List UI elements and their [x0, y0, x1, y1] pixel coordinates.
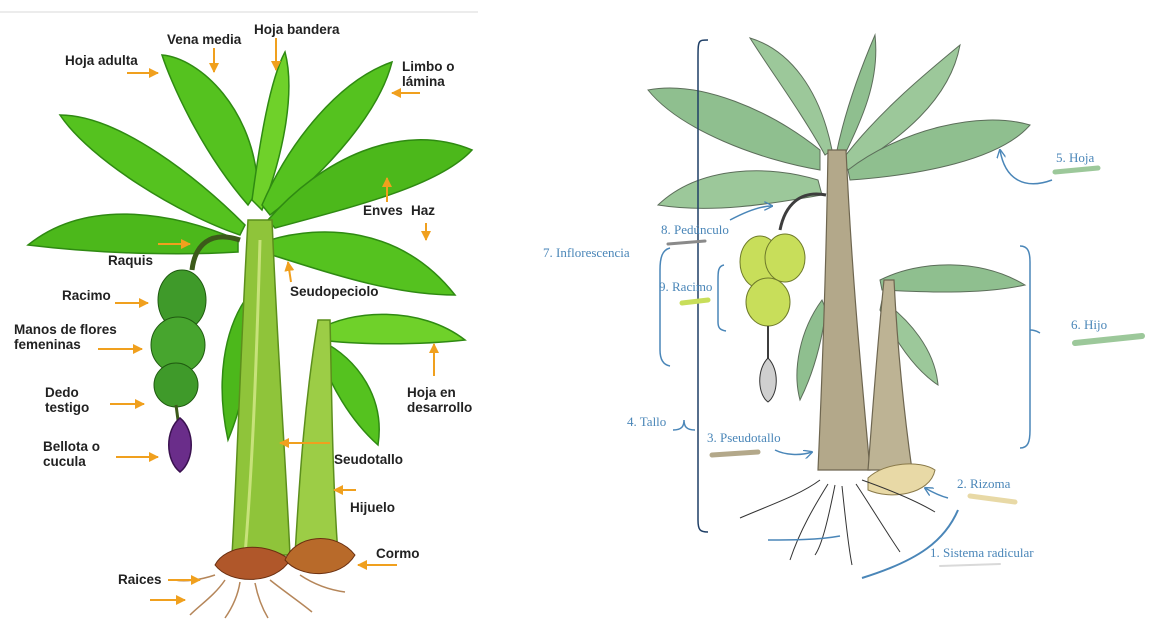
label-hoja-adulta: Hoja adulta [65, 53, 138, 68]
label-manos-de-flores: Manos de flores femeninas [14, 322, 117, 352]
left-roots [175, 575, 345, 618]
label-dedo-testigo: Dedo testigo [45, 385, 89, 415]
right-banana-bunch [740, 234, 805, 326]
label-seudotallo: Seudotallo [334, 452, 403, 467]
label-bellota-o-cucula: Bellota o cucula [43, 439, 100, 469]
label-5-hoja: 5. Hoja [1056, 150, 1094, 166]
label-raquis: Raquis [108, 253, 153, 268]
label-hoja-bandera: Hoja bandera [254, 22, 340, 37]
label-seudopeciolo: Seudopeciolo [290, 284, 379, 299]
label-4-tallo: 4. Tallo [627, 414, 666, 430]
label-3-pseudotallo: 3. Pseudotallo [707, 430, 781, 446]
label-2-rizoma: 2. Rizoma [957, 476, 1010, 492]
label-haz: Haz [411, 203, 435, 218]
right-plant-illustration [648, 35, 1142, 578]
label-raices: Raices [118, 572, 162, 587]
right-sucker [868, 280, 912, 470]
left-flower-bud [169, 418, 192, 472]
label-6-hijo: 6. Hijo [1071, 317, 1107, 333]
left-plant-illustration [0, 12, 478, 618]
right-swatches [668, 168, 1142, 566]
left-banana-bunch [151, 270, 206, 407]
label-8-pedunculo: 8. Pedúnculo [661, 222, 729, 238]
label-hijuelo: Hijuelo [350, 500, 395, 515]
label-9-racimo: 9. Racimo [659, 279, 712, 295]
label-racimo: Racimo [62, 288, 111, 303]
label-cormo: Cormo [376, 546, 420, 561]
label-limbo-o-lamina: Limbo o lámina [402, 59, 455, 89]
label-enves: Enves [363, 203, 403, 218]
label-7-inflorescencia: 7. Inflorescencia [543, 245, 630, 261]
right-flower-bud [760, 358, 777, 402]
right-pseudostem [818, 150, 870, 470]
label-hoja-en-desarrollo: Hoja en desarrollo [407, 385, 472, 415]
label-vena-media: Vena media [167, 32, 241, 47]
label-1-sistema-radicular: 1. Sistema radicular [930, 545, 1034, 561]
